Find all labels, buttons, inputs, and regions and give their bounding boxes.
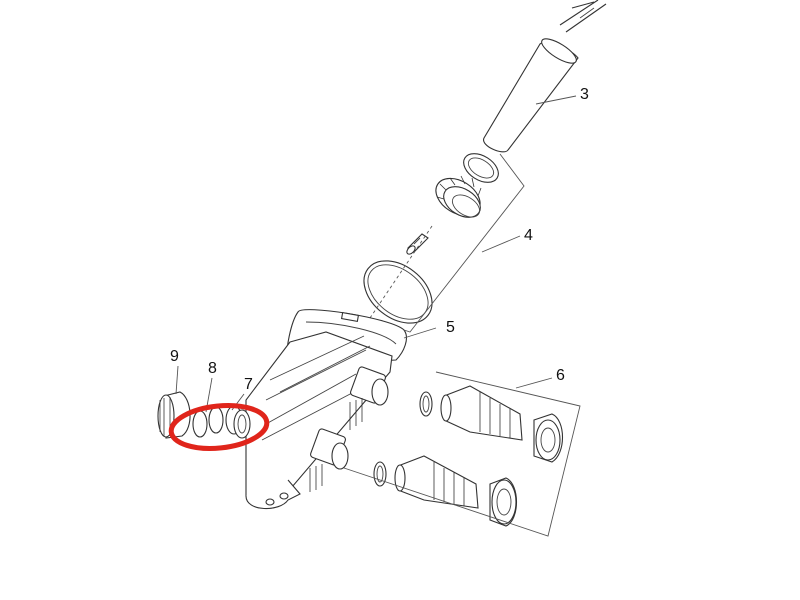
callout-5: 5 — [446, 319, 455, 336]
assembly-frames — [343, 153, 581, 537]
part-4-nut-ring — [363, 175, 482, 324]
highlight-ellipse — [168, 403, 270, 451]
part-7-end-fitting — [225, 405, 251, 439]
callout-6: 6 — [556, 367, 565, 384]
callout-8: 8 — [208, 360, 217, 377]
part-5-housing — [245, 309, 407, 510]
part-3-sleeve — [463, 0, 607, 183]
callout-9: 9 — [170, 348, 179, 365]
callout-3: 3 — [580, 86, 589, 103]
part-8-o-rings — [192, 406, 224, 438]
part-6-hose-tails — [373, 385, 563, 527]
callout-7: 7 — [244, 376, 253, 393]
callout-4: 4 — [524, 227, 533, 244]
callout-labels: 3 4 5 6 7 8 9 — [170, 86, 589, 393]
